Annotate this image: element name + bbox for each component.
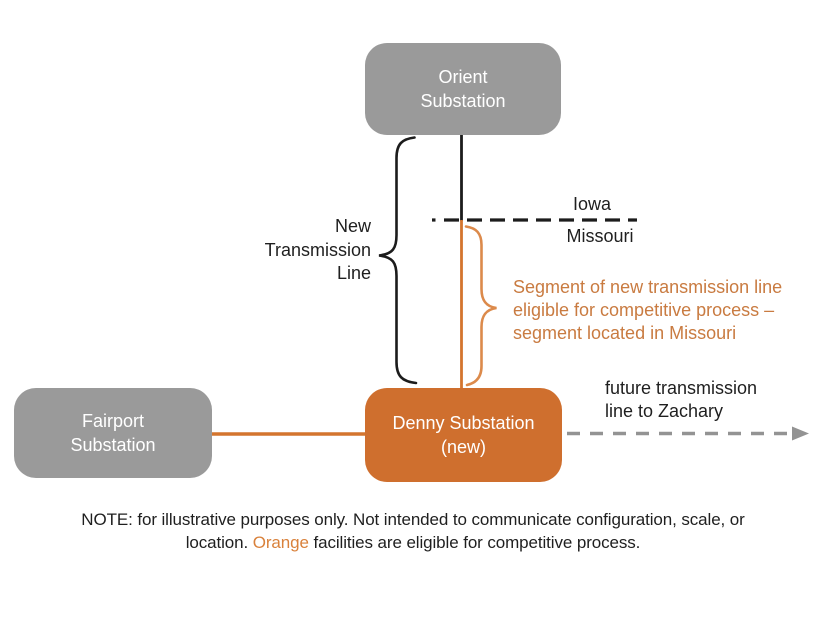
competitive-segment-label: Segment of new transmission line eligibl… [513, 276, 815, 345]
future-line-arrowhead [792, 426, 809, 441]
iowa-label: Iowa [572, 194, 612, 214]
fairport-substation-label-line2: Substation [70, 435, 156, 455]
competitive-segment-label-line3: segment located in Missouri [513, 323, 737, 343]
denny-substation-node: Denny Substation (new) [365, 388, 562, 482]
competitive-segment-label-line1: Segment of new transmission line [513, 277, 783, 297]
orient-substation-label-line2: Substation [420, 91, 506, 111]
fairport-substation-label-line1: Fairport [81, 411, 144, 431]
note-text-line2: location. Orange facilities are eligible… [0, 532, 826, 555]
competitive-segment-brace [464, 225, 497, 387]
orient-substation-node: Orient Substation [365, 43, 561, 135]
note-text-line1: NOTE: for illustrative purposes only. No… [81, 510, 745, 529]
note-line2-orange-word: Orange [252, 532, 309, 552]
new-transmission-brace [378, 136, 418, 385]
future-transmission-label-line2: line to Zachary [605, 401, 724, 421]
denny-substation-label-line2: (new) [440, 437, 486, 457]
denny-substation-label-line1: Denny Substation [392, 413, 535, 433]
future-transmission-label: future transmission line to Zachary [605, 377, 815, 423]
note-text: NOTE: for illustrative purposes only. No… [0, 509, 826, 554]
competitive-segment-label-line2: eligible for competitive process – [513, 300, 775, 320]
orient-substation-label-line1: Orient [438, 67, 488, 87]
new-transmission-line-label: New Transmission Line [238, 215, 371, 286]
new-transmission-line-label-line1: New [334, 216, 371, 236]
future-transmission-label-line1: future transmission [605, 378, 758, 398]
note-line2-suffix: facilities are eligible for competitive … [308, 532, 641, 552]
missouri-label: Missouri [566, 226, 634, 246]
note-line2-prefix: location. [185, 532, 253, 552]
new-transmission-line-label-line3: Line [336, 263, 371, 283]
fairport-substation-node: Fairport Substation [14, 388, 212, 478]
new-transmission-line-label-line2: Transmission [264, 239, 371, 260]
